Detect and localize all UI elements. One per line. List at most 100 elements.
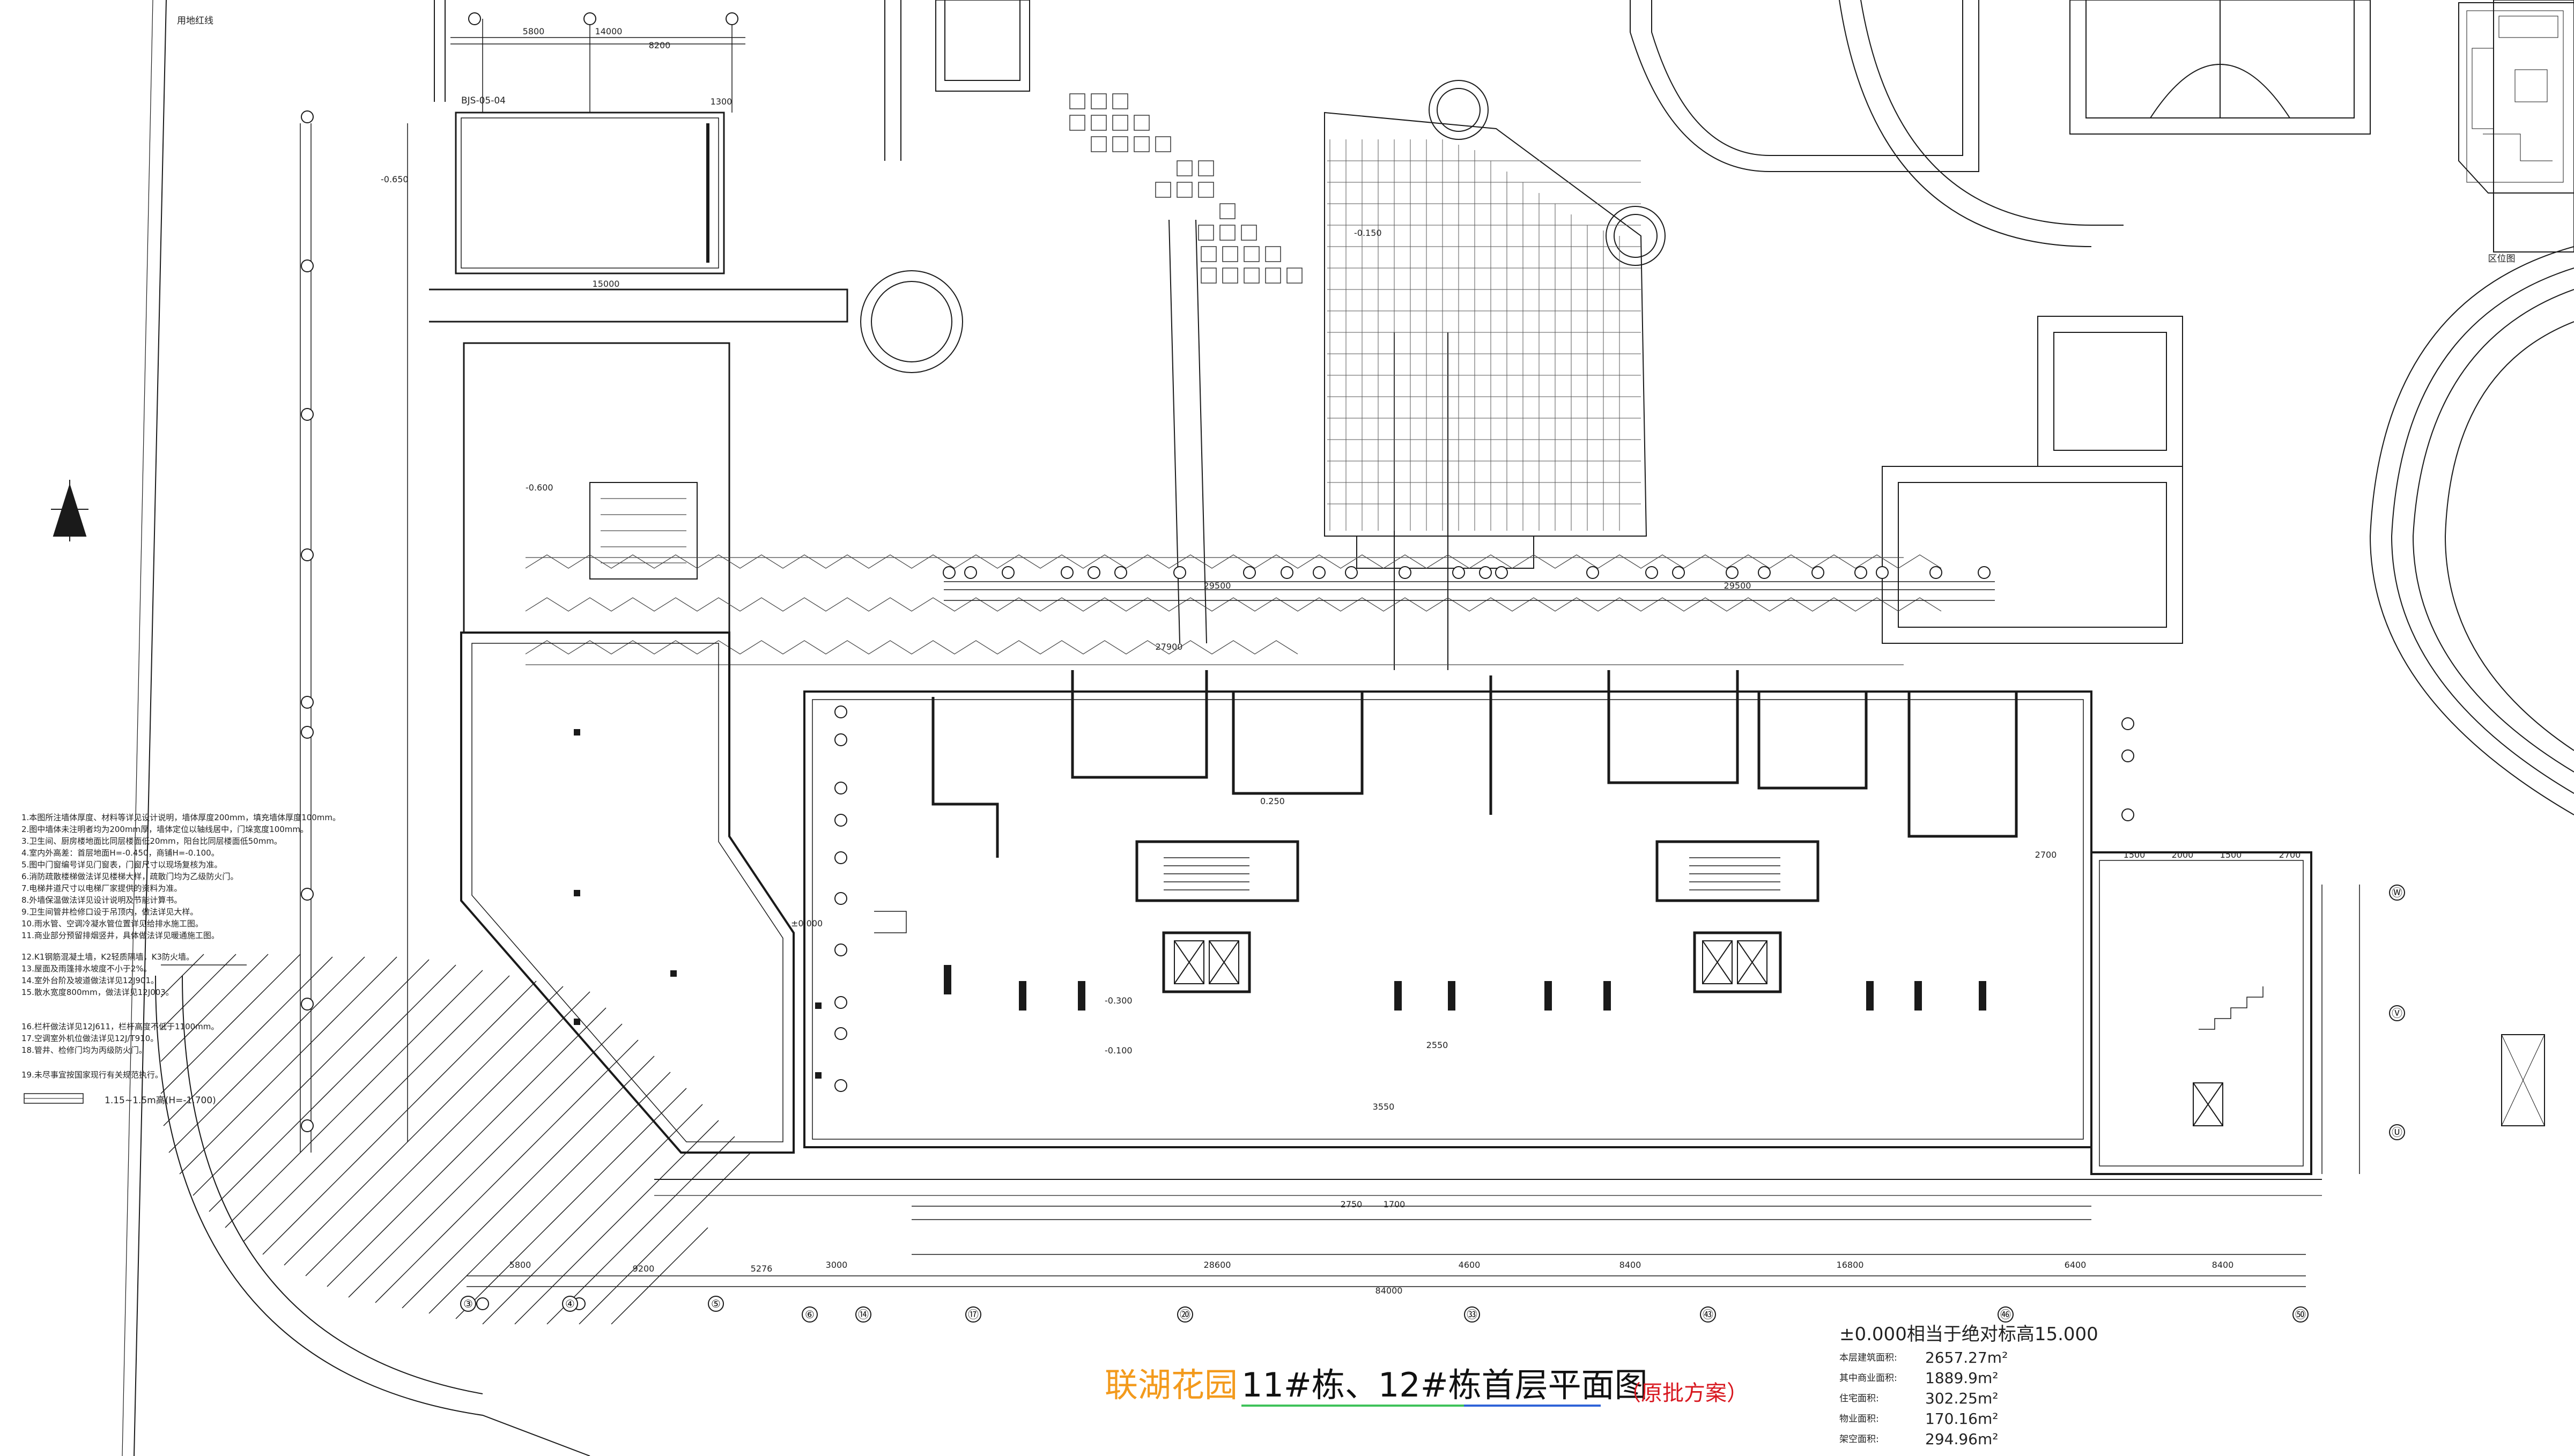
- dimension-label: 5276: [751, 1264, 773, 1274]
- area-label: 其中商业面积:: [1839, 1373, 1897, 1384]
- dimension-label: 1700: [1384, 1199, 1406, 1209]
- area-value: 1889.9m²: [1925, 1369, 1998, 1387]
- dimension-label: 5800: [523, 26, 545, 36]
- legend-label: 1.15~1.5m高(H=-1.700): [105, 1095, 216, 1106]
- dimension-label: 14000: [595, 26, 623, 36]
- plaza-grid-hatch: [1327, 139, 1641, 531]
- area-label: 物业面积:: [1839, 1414, 1879, 1424]
- axis-label: ⑥: [805, 1308, 815, 1321]
- elevation-label: ±0.000: [791, 918, 823, 928]
- dimension-text-top: 5800 14000 8200 1300 15000: [523, 26, 733, 289]
- elevation-label: -0.650: [381, 174, 409, 184]
- note-line: 15.散水宽度800mm，做法详见12J003。: [21, 987, 174, 997]
- axis-label: ㊻: [2000, 1308, 2011, 1321]
- elevation-label: -0.100: [1105, 1045, 1133, 1056]
- note-line: 4.室内外高差：首层地面H=-0.450，商铺H=-0.100。: [21, 848, 219, 858]
- axis-label: Ⓦ: [2392, 886, 2402, 899]
- dimension-label: 6400: [2065, 1260, 2087, 1270]
- hexagon-paving: [525, 554, 1942, 665]
- note-line: 11.商业部分预留排烟竖井，具体做法详见暖通施工图。: [21, 931, 219, 940]
- axis-label: ⑤: [711, 1297, 721, 1310]
- dimension-lines: [300, 19, 2360, 1287]
- dimension-label: 1300: [711, 96, 733, 107]
- axis-label: ㊸: [1703, 1308, 1713, 1321]
- axis-labels-bottom: ③ ④ ⑤ ⑥ ⑭ ⑰ ⑳ ㉝ ㊸ ㊻ ㊿: [463, 1297, 2306, 1321]
- dimension-label: 2750: [1341, 1199, 1363, 1209]
- design-notes: 1.本图所注墙体厚度、材料等详见设计说明，墙体厚度200mm，填充墙体厚度100…: [21, 813, 341, 1080]
- area-value: 302.25m²: [1925, 1390, 1998, 1407]
- location-map-label: 区位图: [2488, 254, 2516, 264]
- dimension-label: 5800: [509, 1260, 531, 1270]
- dimension-label: 29500: [1724, 581, 1751, 591]
- elevation-marks: -0.600 -0.650 -0.300 -0.100 0.250 ±0.000…: [381, 174, 1382, 1056]
- axis-labels-right: Ⓦ Ⓥ Ⓤ: [2392, 886, 2402, 1139]
- note-line: 10.雨水管、空调冷凝水管位置详见给排水施工图。: [21, 919, 203, 928]
- note-line: 1.本图所注墙体厚度、材料等详见设计说明，墙体厚度200mm，填充墙体厚度100…: [21, 813, 341, 822]
- area-value: 294.96m²: [1925, 1430, 1998, 1448]
- dimension-label: 2700: [2035, 850, 2057, 860]
- commercial-block-upper: [429, 112, 848, 634]
- dimension-label: 2550: [1426, 1040, 1448, 1050]
- dimension-label: 9200: [633, 1264, 655, 1274]
- axis-bubbles-decor: [301, 12, 2134, 1310]
- stairs: [874, 857, 2264, 1030]
- note-line: 9.卫生间管井检修口设于吊顶内，做法详见大样。: [21, 907, 198, 917]
- dimension-label: 3550: [1373, 1102, 1395, 1112]
- axis-label: ③: [463, 1297, 473, 1310]
- note-line: 13.屋面及雨篷排水坡度不小于2%。: [21, 964, 152, 974]
- axis-bubbles-bottom: [460, 1296, 2309, 1323]
- dimension-label: 2700: [2279, 850, 2301, 860]
- area-table: ±0.000相当于绝对标高15.000 本层建筑面积: 2657.27m² 其中…: [1839, 1324, 2098, 1448]
- dimension-label: 27900: [1156, 642, 1183, 652]
- dimension-label: 15000: [593, 279, 620, 289]
- dimension-label: 8400: [1619, 1260, 1641, 1270]
- right-site-blocks: [2501, 1034, 2545, 1126]
- note-line: 2.图中墙体未注明者均为200mm厚，墙体定位以轴线居中，门垛宽度100mm。: [21, 824, 308, 834]
- axis-label: ⑳: [1180, 1308, 1190, 1321]
- note-line: 6.消防疏散楼梯做法详见楼梯大样，疏散门均为乙级防火门。: [21, 872, 238, 881]
- dimension-label: 8200: [649, 40, 671, 50]
- note-line: 3.卫生间、厨房楼地面比同层楼面低20mm，阳台比同层楼面低50mm。: [21, 836, 282, 846]
- reference-number: BJS-05-04: [461, 95, 506, 106]
- axis-bubbles-right: [2389, 885, 2405, 1140]
- note-line: 12.K1钢筋混凝土墙，K2轻质隔墙，K3防火墙。: [21, 952, 194, 962]
- note-line: 16.栏杆做法详见12J611，栏杆高度不低于1100mm。: [21, 1022, 219, 1031]
- note-line: 14.室外台阶及坡道做法详见12J901。: [21, 976, 159, 985]
- columns: [574, 729, 1986, 1079]
- note-line: 7.电梯井道尺寸以电梯厂家提供的资料为准。: [21, 883, 182, 893]
- legend: 1.15~1.5m高(H=-1.700): [24, 1093, 216, 1106]
- paving-blocks: [1069, 93, 1303, 284]
- location-map: [2458, 0, 2574, 252]
- axis-label: ㊿: [2295, 1308, 2306, 1321]
- hatched-area: [160, 954, 751, 1325]
- note-line: 18.管井、检修门均为丙级防火门。: [21, 1045, 147, 1055]
- axis-label: Ⓥ: [2392, 1007, 2402, 1020]
- dimension-label: 29500: [1204, 581, 1231, 591]
- residential-units: [931, 670, 2018, 993]
- dimension-label: 16800: [1837, 1260, 1864, 1270]
- elevator-shafts: [1174, 940, 2223, 1126]
- elevation-label: 0.250: [1260, 796, 1285, 806]
- elevation-reference: ±0.000相当于绝对标高15.000: [1839, 1324, 2098, 1345]
- dimension-label: 28600: [1204, 1260, 1231, 1270]
- drawing-title: 联湖花园 11#栋、12#栋首层平面图 （原批方案）: [1105, 1365, 1748, 1407]
- note-line: 19.未尽事宜按国家现行有关规范执行。: [21, 1070, 163, 1080]
- property-red-line-label: 用地红线: [177, 16, 213, 26]
- area-value: 2657.27m²: [1925, 1349, 2008, 1366]
- dimension-label: 2000: [2172, 850, 2194, 860]
- area-label: 架空面积:: [1839, 1434, 1879, 1445]
- dimension-label: 84000: [1375, 1286, 1403, 1296]
- title-project: 联湖花园: [1105, 1365, 1238, 1405]
- note-line: 17.空调室外机位做法详见12J/T910。: [21, 1034, 158, 1043]
- north-arrow-icon: [51, 480, 88, 541]
- dimension-label: 1500: [2220, 850, 2242, 860]
- dimension-label: 8400: [2212, 1260, 2234, 1270]
- axis-label: ⑰: [968, 1308, 979, 1321]
- elevation-label: -0.150: [1354, 228, 1382, 238]
- axis-label: ㉝: [1467, 1308, 1477, 1321]
- dimension-text-mid: 29500 27900 29500 2700 1500 2000 1500 27…: [1156, 581, 2301, 1209]
- axis-label: ④: [565, 1297, 575, 1310]
- axis-label: ⑭: [858, 1308, 869, 1321]
- area-label: 本层建筑面积:: [1839, 1353, 1897, 1363]
- note-line: 5.图中门窗编号详见门窗表，门窗尺寸以现场复核为准。: [21, 860, 222, 870]
